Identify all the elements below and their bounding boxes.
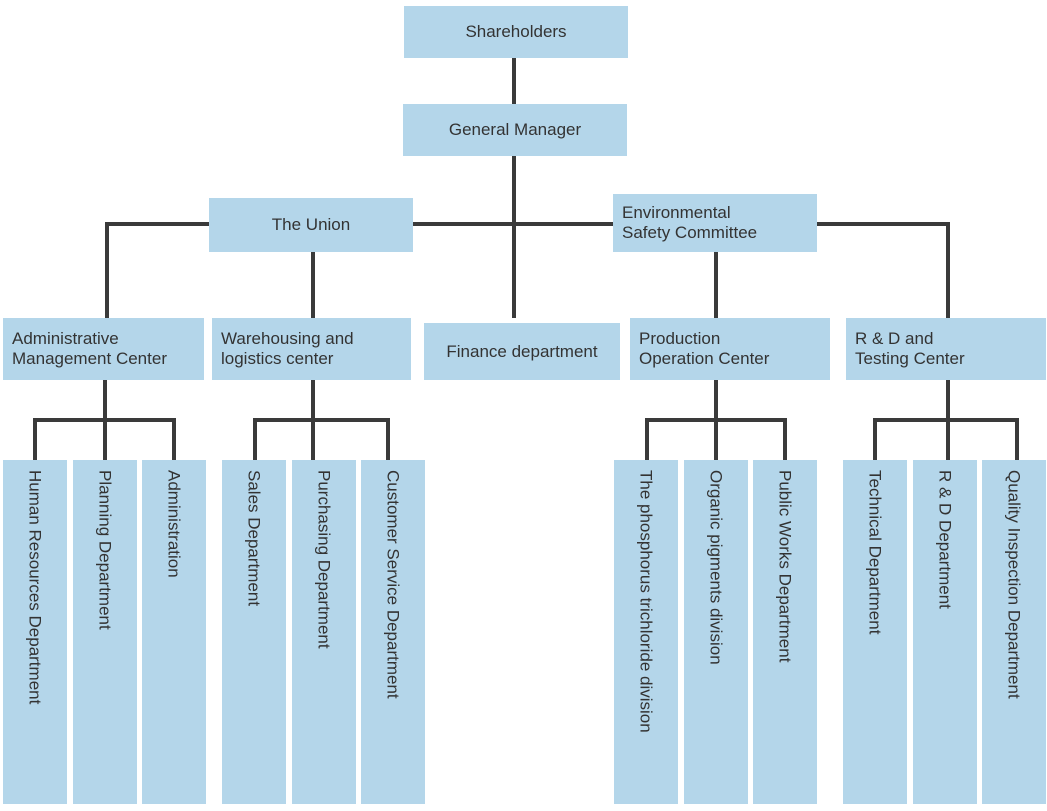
connector-rd-drop-2: [946, 418, 950, 460]
node-administration[interactable]: Administration: [142, 460, 206, 804]
connector-warehousing-bar: [253, 418, 390, 422]
node-purchasing-department-label: Purchasing Department: [314, 470, 334, 649]
node-organic-pigments-division[interactable]: Organic pigments division: [684, 460, 748, 804]
node-purchasing-department[interactable]: Purchasing Department: [292, 460, 356, 804]
node-public-works-department[interactable]: Public Works Department: [753, 460, 817, 804]
connector-warehousing-drop-1: [253, 418, 257, 460]
node-technical-department-label: Technical Department: [865, 470, 885, 635]
connector-warehousing-drop-2: [311, 418, 315, 460]
node-shareholders-label: Shareholders: [465, 22, 567, 42]
node-general-manager-label: General Manager: [448, 120, 582, 140]
node-sales-department[interactable]: Sales Department: [222, 460, 286, 804]
node-rd-and-testing-center-label: R & D and Testing Center: [855, 329, 965, 368]
node-shareholders[interactable]: Shareholders: [404, 6, 628, 58]
node-administration-label: Administration: [164, 470, 184, 578]
node-sales-department-label: Sales Department: [244, 470, 264, 607]
connector-esc-to-production: [714, 252, 718, 318]
node-the-phosphorus-trichloride-division-label: The phosphorus trichloride division: [636, 470, 656, 733]
node-planning-department-label: Planning Department: [95, 470, 115, 630]
node-customer-service-department[interactable]: Customer Service Department: [361, 460, 425, 804]
node-the-union-label: The Union: [271, 215, 351, 235]
node-finance-department-label: Finance department: [446, 341, 598, 361]
connector-production-drop-2: [714, 418, 718, 460]
connector-warehousing-stem: [311, 380, 315, 422]
connector-main-bus: [105, 222, 950, 226]
connector-admin-drop-3: [172, 418, 176, 460]
connector-bus-left-drop: [105, 222, 109, 318]
node-customer-service-department-label: Customer Service Department: [383, 470, 403, 699]
connector-admin-drop-1: [33, 418, 37, 460]
node-quality-inspection-department-label: Quality Inspection Department: [1004, 470, 1024, 699]
node-administrative-management-center-label: Administrative Management Center: [12, 329, 167, 368]
node-human-resources-department[interactable]: Human Resources Department: [3, 460, 67, 804]
node-technical-department[interactable]: Technical Department: [843, 460, 907, 804]
node-planning-department[interactable]: Planning Department: [73, 460, 137, 804]
node-rd-and-testing-center[interactable]: R & D and Testing Center: [846, 318, 1046, 380]
connector-rd-drop-1: [873, 418, 877, 460]
node-warehousing-and-logistics-center[interactable]: Warehousing and logistics center: [212, 318, 411, 380]
node-the-union[interactable]: The Union: [209, 198, 413, 252]
connector-shareholders-to-general-manager: [512, 58, 516, 104]
connector-production-drop-3: [783, 418, 787, 460]
node-general-manager[interactable]: General Manager: [403, 104, 627, 156]
node-organic-pigments-division-label: Organic pigments division: [706, 470, 726, 665]
connector-production-stem: [714, 380, 718, 422]
connector-warehousing-drop-3: [386, 418, 390, 460]
connector-rd-stem: [946, 380, 950, 422]
connector-rd-drop-3: [1015, 418, 1019, 460]
node-human-resources-department-label: Human Resources Department: [25, 470, 45, 705]
node-public-works-department-label: Public Works Department: [775, 470, 795, 663]
connector-union-to-warehousing: [311, 252, 315, 318]
node-rd-department-label: R & D Department: [935, 470, 955, 609]
node-the-phosphorus-trichloride-division[interactable]: The phosphorus trichloride division: [614, 460, 678, 804]
connector-production-drop-1: [645, 418, 649, 460]
node-rd-department[interactable]: R & D Department: [913, 460, 977, 804]
node-warehousing-and-logistics-center-label: Warehousing and logistics center: [221, 329, 354, 368]
connector-bus-right-drop: [946, 222, 950, 318]
connector-admin-drop-2: [103, 418, 107, 460]
connector-general-manager-stem: [512, 156, 516, 318]
node-environmental-safety-committee[interactable]: Environmental Safety Committee: [613, 194, 817, 252]
node-production-operation-center[interactable]: Production Operation Center: [630, 318, 830, 380]
node-environmental-safety-committee-label: Environmental Safety Committee: [622, 203, 758, 242]
node-finance-department[interactable]: Finance department: [424, 323, 620, 380]
node-production-operation-center-label: Production Operation Center: [639, 329, 770, 368]
node-quality-inspection-department[interactable]: Quality Inspection Department: [982, 460, 1046, 804]
connector-admin-stem: [103, 380, 107, 422]
node-administrative-management-center[interactable]: Administrative Management Center: [3, 318, 204, 380]
